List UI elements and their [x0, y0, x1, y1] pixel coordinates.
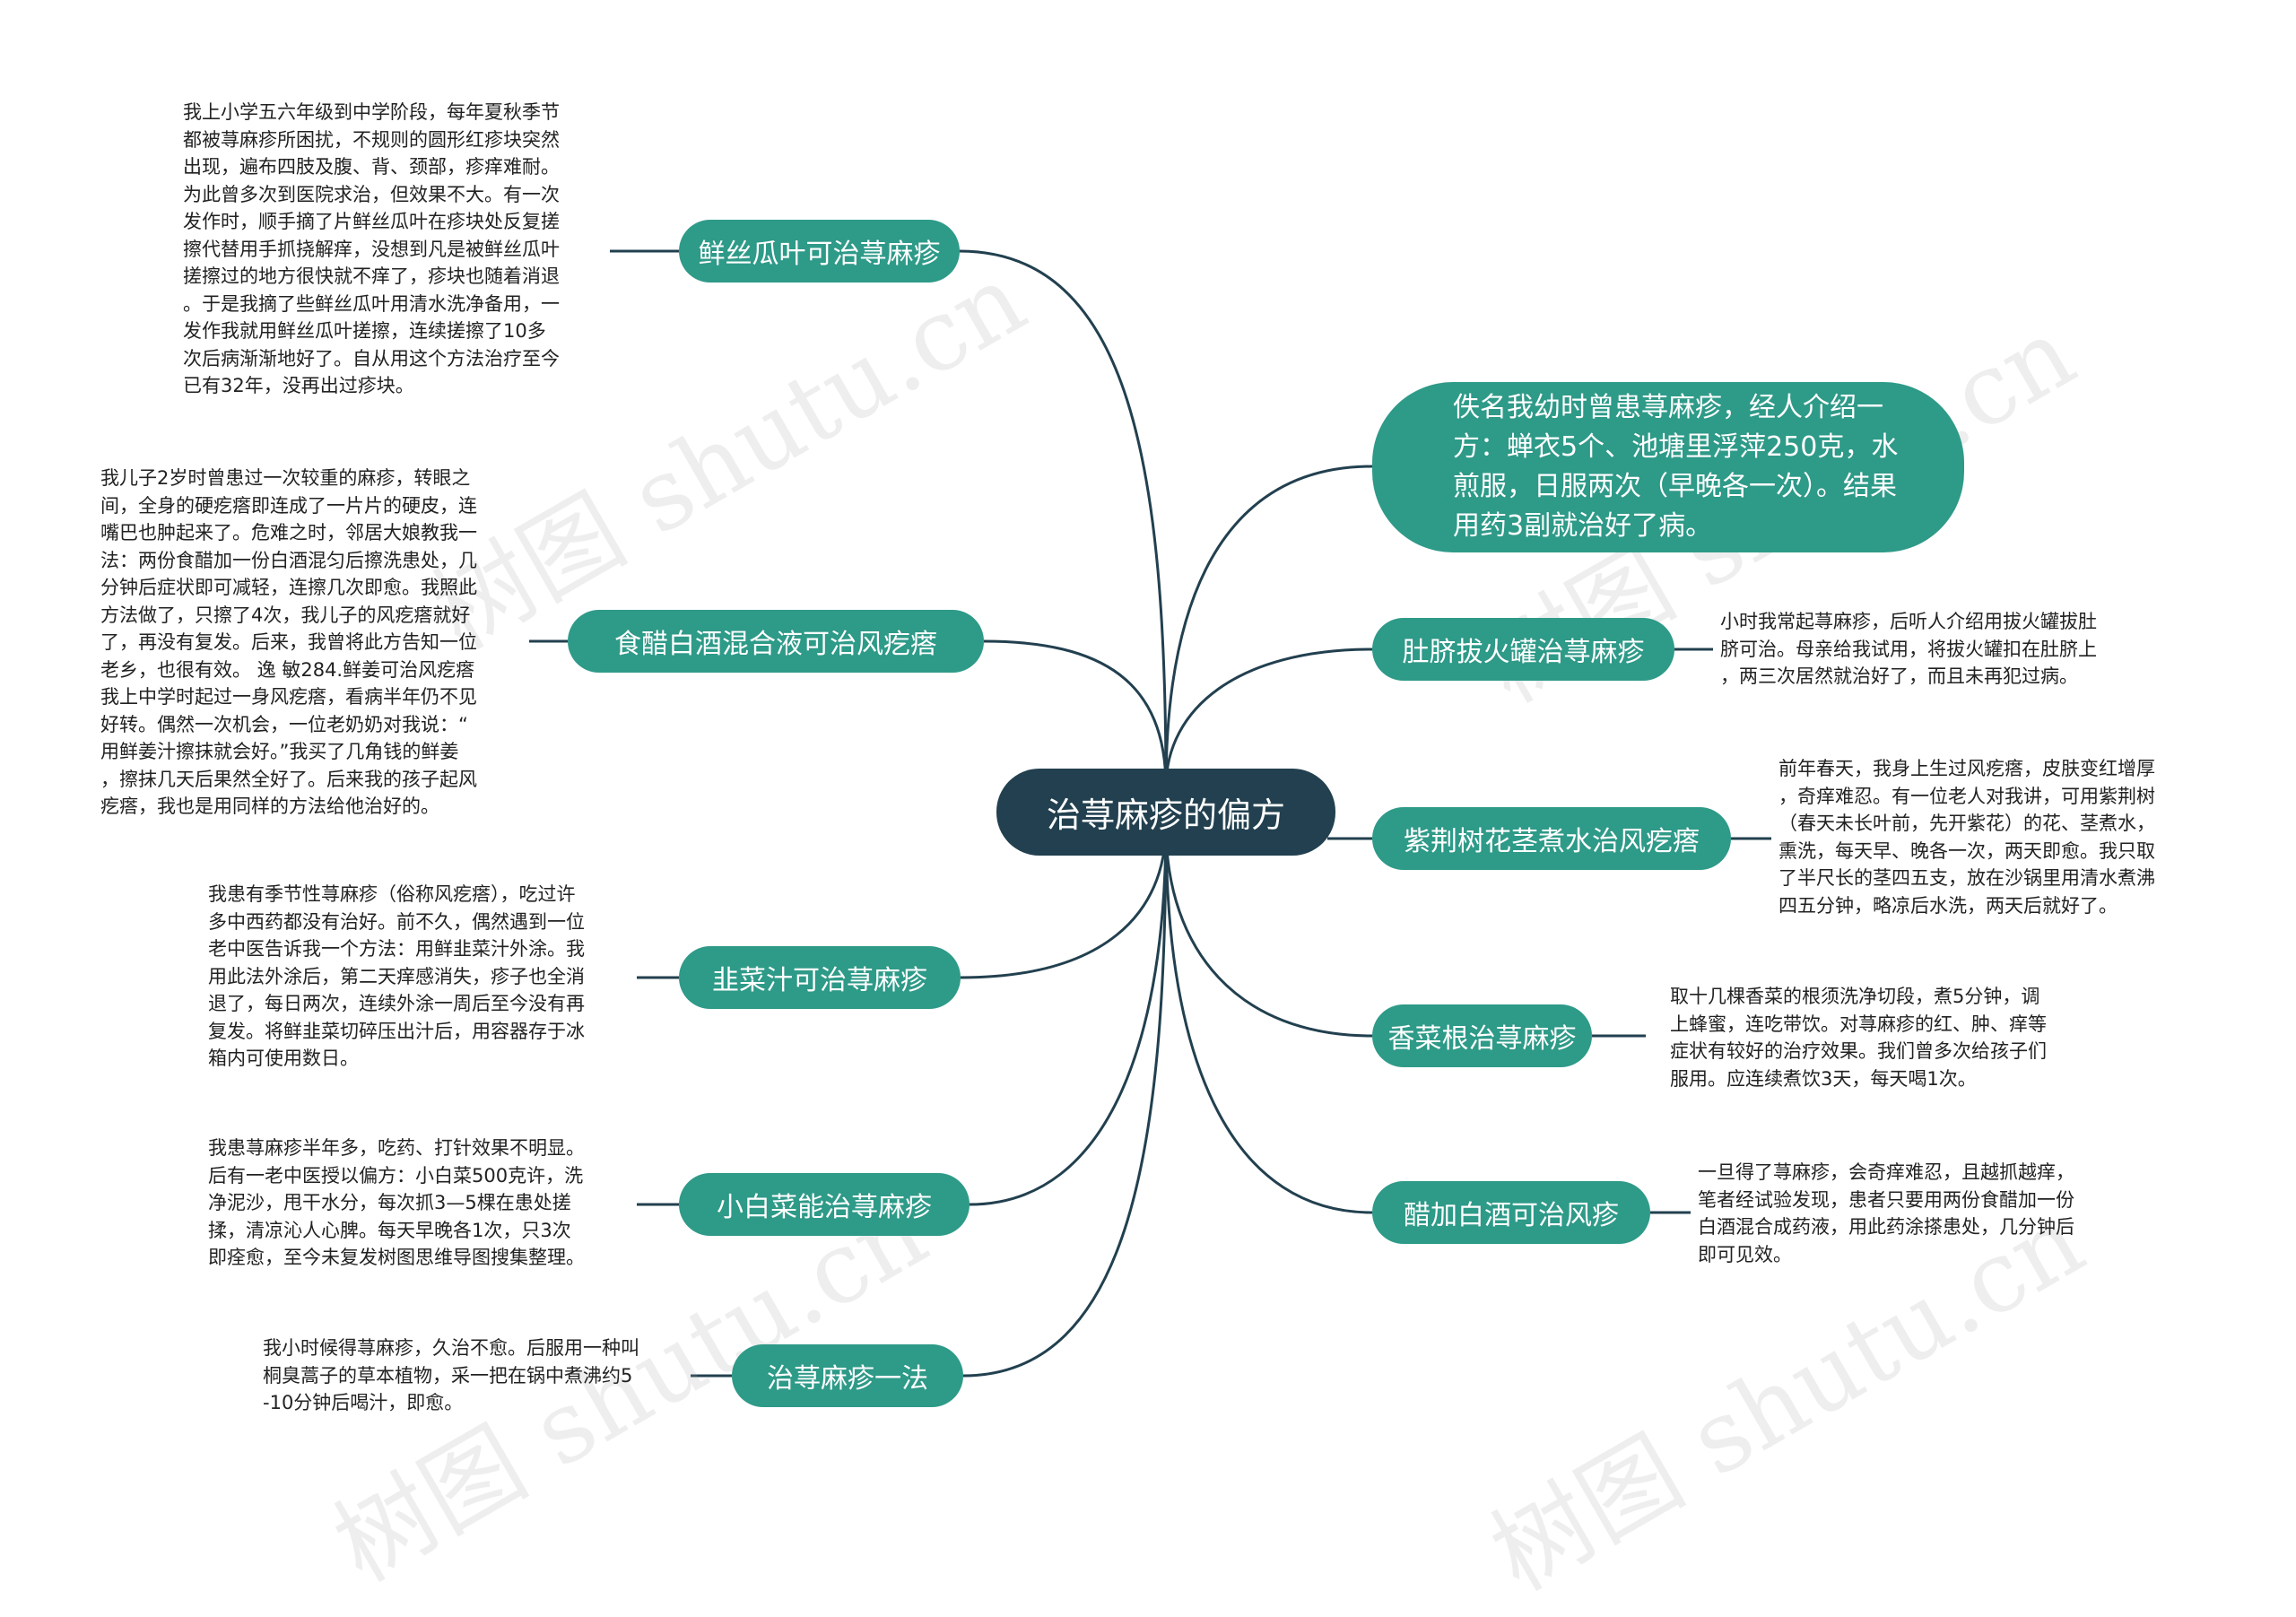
branch-label: 食醋白酒混合液可治风疙瘩: [614, 629, 937, 660]
connector-left-4: [969, 824, 1168, 1206]
connector-left-1: [959, 249, 1168, 788]
branch-label: 香菜根治荨麻疹: [1387, 1023, 1577, 1055]
branch-label: 韭菜汁可治荨麻疹: [712, 965, 927, 996]
connector-right-5: [1164, 824, 1373, 1214]
branch-label: 鲜丝瓜叶可治荨麻疹: [698, 239, 941, 270]
branch-note-left-3: 我患有季节性荨麻疹（俗称风疙瘩），吃过许 多中西药都没有治好。前不久，偶然遇到一…: [208, 883, 585, 1069]
branch-note-right-4: 取十几棵香菜的根须洗净切段，煮5分钟，调 上蜂蜜，连吃带饮。对荨麻疹的红、肿、痒…: [1670, 986, 2047, 1090]
central-topic-label: 治荨麻疹的偏方: [1046, 795, 1285, 835]
branch-label: 醋加白酒可治风疹: [1404, 1200, 1619, 1231]
branch-node-left-4[interactable]: 小白菜能治荨麻疹: [679, 1173, 970, 1236]
branch-label: 佚名我幼时曾患荨麻疹，经人介绍一方：蝉衣5个、池塘里浮萍250克，水煎服，日服两…: [1453, 392, 1899, 542]
branch-node-left-5[interactable]: 治荨麻疹一法: [732, 1344, 963, 1407]
branch-node-right-2[interactable]: 肚脐拔火罐治荨麻疹: [1372, 618, 1674, 681]
branch-label: 小白菜能治荨麻疹: [717, 1192, 932, 1223]
branch-note-left-2: 我儿子2岁时曾患过一次较重的麻疹，转眼之 间，全身的硬疙瘩即连成了一片片的硬皮，…: [100, 467, 477, 817]
connector-right-4: [1164, 824, 1373, 1038]
branch-note-left-5: 我小时候得荨麻疹，久治不愈。后服用一种叫 桐臭蒿子的草本植物，采一把在锅中煮沸约…: [263, 1337, 639, 1413]
branch-node-left-1[interactable]: 鲜丝瓜叶可治荨麻疹: [679, 220, 960, 283]
branch-node-right-3[interactable]: 紫荆树花茎煮水治风疙瘩: [1372, 807, 1731, 870]
branch-label: 治荨麻疹一法: [767, 1363, 928, 1395]
central-topic[interactable]: 治荨麻疹的偏方: [996, 769, 1335, 856]
branch-note-right-5: 一旦得了荨麻疹，会奇痒难忍，且越抓越痒， 笔者经试验发现，患者只要用两份食醋加一…: [1698, 1161, 2074, 1265]
branch-node-left-2[interactable]: 食醋白酒混合液可治风疙瘩: [568, 610, 984, 673]
connector-left-3: [960, 824, 1168, 979]
connector-right-1: [1164, 465, 1373, 788]
connector-lines: [529, 249, 1771, 1378]
branch-label: 紫荆树花茎煮水治风疙瘩: [1404, 826, 1700, 857]
branch-node-right-4[interactable]: 香菜根治荨麻疹: [1372, 1004, 1592, 1067]
branch-label: 肚脐拔火罐治荨麻疹: [1402, 637, 1645, 668]
connector-right-2: [1164, 648, 1373, 788]
branch-note-right-2: 小时我常起荨麻疹，后听人介绍用拔火罐拔肚 脐可治。母亲给我试用，将拔火罐扣在肚脐…: [1720, 611, 2097, 687]
branch-node-left-3[interactable]: 韭菜汁可治荨麻疹: [679, 946, 961, 1009]
branch-note-right-3: 前年春天，我身上生过风疙瘩，皮肤变红增厚 ，奇痒难忍。有一位老人对我讲，可用紫荆…: [1779, 758, 2155, 917]
connector-left-2: [983, 639, 1168, 788]
branch-note-left-1: 我上小学五六年级到中学阶段，每年夏秋季节 都被荨麻疹所困扰，不规则的圆形红疹块突…: [183, 101, 560, 396]
connector-left-5: [962, 824, 1168, 1378]
branch-node-right-1[interactable]: 佚名我幼时曾患荨麻疹，经人介绍一方：蝉衣5个、池塘里浮萍250克，水煎服，日服两…: [1372, 382, 1964, 552]
branch-node-right-5[interactable]: 醋加白酒可治风疹: [1372, 1181, 1650, 1244]
branch-note-left-4: 我患荨麻疹半年多，吃药、打针效果不明显。 后有一老中医授以偏方：小白菜500克许…: [208, 1137, 585, 1268]
